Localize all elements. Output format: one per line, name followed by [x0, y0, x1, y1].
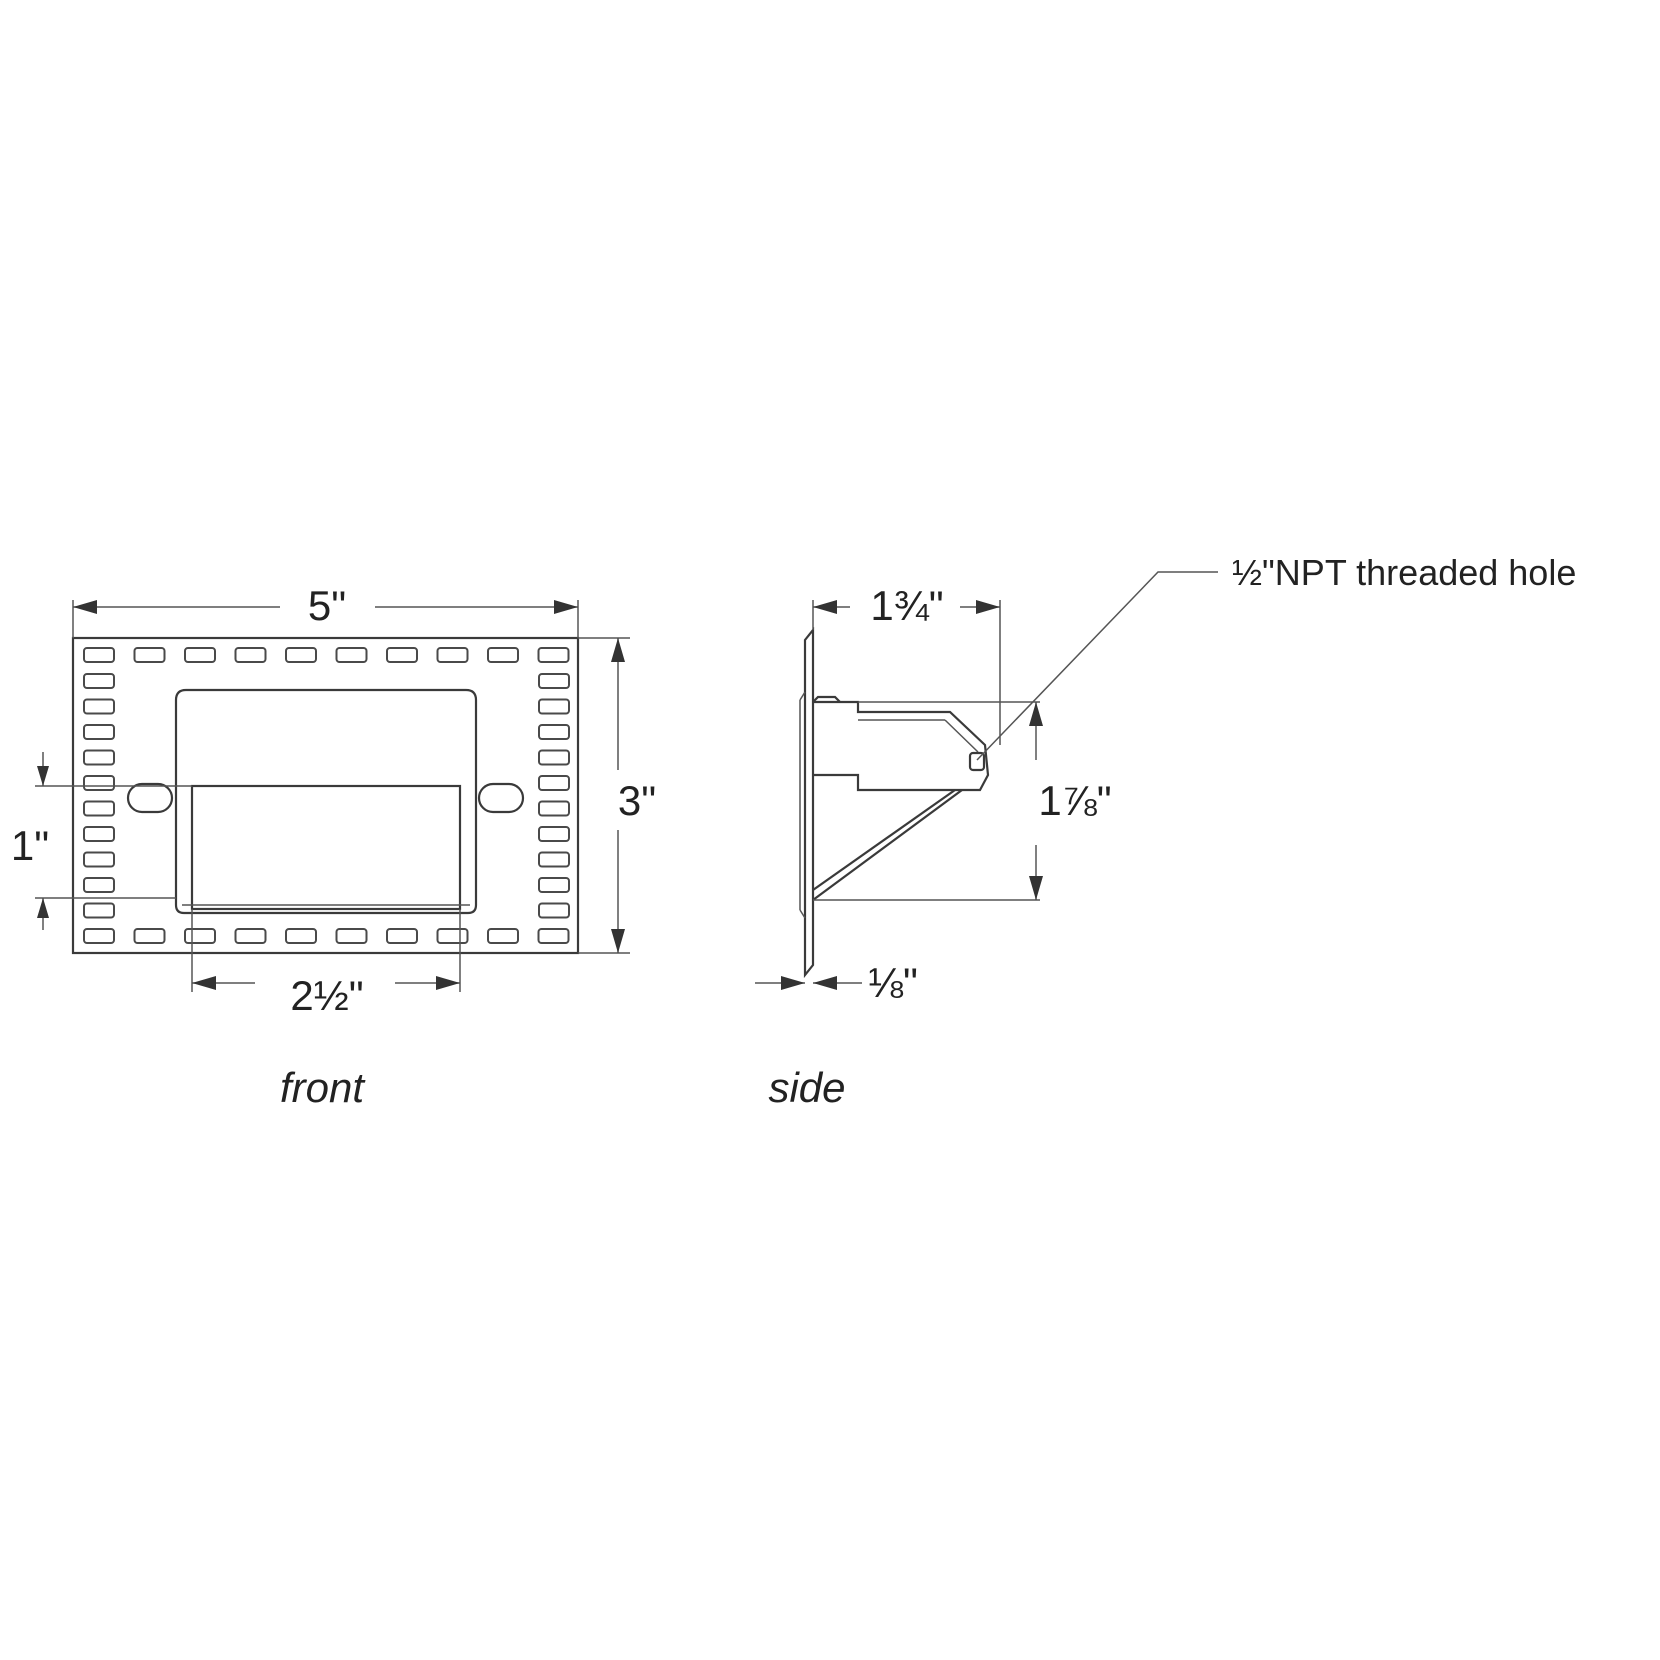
- front-slot-bottom: [83, 928, 115, 944]
- front-slot-bottom: [386, 928, 418, 944]
- front-slot-bottom: [234, 928, 267, 944]
- front-width-arrow-left: [73, 600, 97, 614]
- front-slot-left: [83, 877, 115, 893]
- front-plate-outline: [71, 636, 580, 955]
- front-slot-right: [538, 851, 570, 868]
- front-slot-left: [83, 698, 115, 715]
- front-slot-top: [83, 647, 115, 663]
- front-height-label: 3": [618, 777, 656, 824]
- front-slot-right: [538, 749, 570, 766]
- front-opening-arrow-right: [436, 976, 460, 990]
- front-width-arrow-right: [554, 600, 578, 614]
- front-slot-bottom: [487, 928, 519, 944]
- front-slot-left: [83, 902, 115, 919]
- npt-callout-label: ½"NPT threaded hole: [1232, 552, 1576, 593]
- front-slot-left: [83, 826, 115, 842]
- front-right-mount-oval: [477, 782, 525, 814]
- front-slot-top: [386, 647, 418, 663]
- front-height-arrow-bottom: [611, 929, 625, 953]
- front-slot-right: [538, 800, 570, 817]
- front-slot-left: [83, 673, 115, 689]
- front-slot-right: [538, 673, 570, 689]
- side-thickness-arrow-left: [781, 976, 805, 990]
- front-slot-bottom: [285, 928, 317, 944]
- front-slot-top: [487, 647, 519, 663]
- side-housing-inner-front: [944, 719, 979, 753]
- front-slot-bottom: [537, 928, 570, 944]
- front-width-label: 5": [308, 582, 346, 629]
- front-slot-top: [184, 647, 216, 663]
- side-view: 1¾" 1⅞" ⅛" ½"NPT threaded hole side: [755, 552, 1576, 1111]
- side-housing-body: [813, 700, 990, 792]
- side-housing-top-lip: [812, 695, 841, 703]
- front-slot-right: [538, 902, 570, 919]
- side-plate-flange-bottom: [799, 909, 806, 919]
- front-slot-top: [436, 647, 469, 663]
- side-view-label: side: [768, 1064, 845, 1111]
- side-height-arrow-bottom: [1029, 876, 1043, 900]
- npt-callout-leader: [976, 571, 1218, 761]
- front-offset-arrow-bottom: [37, 898, 49, 918]
- side-height-arrow-top: [1029, 702, 1043, 726]
- front-slot-bottom: [133, 928, 166, 944]
- front-lens-opening: [190, 784, 462, 911]
- front-offset-arrow-top: [37, 766, 49, 786]
- front-slot-left: [83, 724, 115, 740]
- front-slot-top: [133, 647, 166, 663]
- side-plate-flange-top: [799, 691, 806, 701]
- front-slot-bottom: [436, 928, 469, 944]
- front-slot-top: [335, 647, 368, 663]
- side-depth-label: 1¾": [870, 582, 943, 629]
- side-height-label: 1⅞": [1038, 777, 1111, 824]
- front-slot-top: [234, 647, 267, 663]
- side-npt-hole: [968, 751, 986, 772]
- front-offset-label: 1": [11, 822, 49, 869]
- side-thickness-arrow-right: [813, 976, 837, 990]
- front-slot-bottom: [184, 928, 216, 944]
- front-slot-right: [538, 826, 570, 842]
- front-slot-bottom: [335, 928, 368, 944]
- front-view: 5" 3" 1" 2½" front: [11, 582, 656, 1111]
- front-slot-top: [537, 647, 570, 663]
- side-depth-arrow-left: [813, 600, 837, 614]
- front-opening-label: 2½": [290, 972, 363, 1019]
- front-slot-left: [83, 800, 115, 817]
- front-slot-right: [538, 775, 570, 791]
- front-slot-left: [83, 749, 115, 766]
- side-diagonal-brace-inner: [812, 789, 963, 901]
- front-slot-right: [538, 877, 570, 893]
- front-view-label: front: [280, 1064, 366, 1111]
- front-slot-right: [538, 698, 570, 715]
- front-left-mount-oval: [126, 782, 174, 814]
- side-wall-plate: [803, 626, 815, 979]
- front-housing-outline: [174, 688, 478, 915]
- side-thickness-label: ⅛": [868, 959, 918, 1006]
- front-slot-top: [285, 647, 317, 663]
- side-depth-arrow-right: [976, 600, 1000, 614]
- front-slot-pattern: [83, 647, 570, 944]
- front-slot-left: [83, 851, 115, 868]
- side-diagonal-brace-outer: [812, 789, 956, 891]
- front-opening-arrow-left: [192, 976, 216, 990]
- front-slot-right: [538, 724, 570, 740]
- front-height-arrow-top: [611, 638, 625, 662]
- front-slot-left: [83, 775, 115, 791]
